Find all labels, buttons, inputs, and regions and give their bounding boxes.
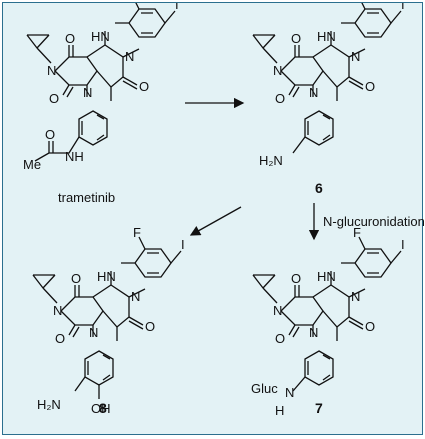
atom-n3: N xyxy=(89,325,98,340)
atom-o1: O xyxy=(71,271,81,286)
atom-i: I xyxy=(175,3,179,12)
trametinib-structure: N O O HN N O N F I Me O NH xyxy=(23,3,179,172)
atom-h: H xyxy=(275,403,284,418)
atom-o1: O xyxy=(291,271,301,286)
atom-hn: HN xyxy=(97,269,116,284)
atom-n2: N xyxy=(131,289,140,304)
atom-n1: N xyxy=(273,303,282,318)
trametinib-label: trametinib xyxy=(58,190,115,205)
atom-o2: O xyxy=(275,91,285,106)
atom-i: I xyxy=(181,237,185,252)
atom-f: F xyxy=(353,225,361,240)
atom-hn: HN xyxy=(91,29,110,44)
compound-7-number: 7 xyxy=(315,400,323,416)
atom-o2: O xyxy=(49,91,59,106)
atom-n1: N xyxy=(273,63,282,78)
atom-n-gluc: N xyxy=(285,385,294,400)
compound-6-number: 6 xyxy=(315,180,323,196)
atom-n3: N xyxy=(309,325,318,340)
atom-n2: N xyxy=(351,49,360,64)
atom-n1: N xyxy=(53,303,62,318)
arrow-to-8 xyxy=(189,206,242,236)
compound-8-number: 8 xyxy=(99,400,107,416)
atom-n2: N xyxy=(125,49,134,64)
atom-o3: O xyxy=(365,79,375,94)
reaction-scheme: N O O HN N O N F I Me O NH trametinib N … xyxy=(23,3,424,418)
atom-n1: N xyxy=(47,63,56,78)
atom-hn: HN xyxy=(317,269,336,284)
scheme-frame: N O O HN N O N F I Me O NH trametinib N … xyxy=(2,2,424,435)
atom-o1: O xyxy=(65,31,75,46)
atom-hn: HN xyxy=(317,29,336,44)
atom-o3: O xyxy=(145,319,155,334)
compound-8-structure: N O O HN N O N F I H₂N OH xyxy=(32,225,185,416)
atom-oh: OH xyxy=(91,401,111,416)
atom-o3: O xyxy=(139,79,149,94)
atom-f: F xyxy=(133,225,141,240)
atom-o1: O xyxy=(291,31,301,46)
atom-me: Me xyxy=(23,157,41,172)
atom-h2n: H₂N xyxy=(259,153,283,168)
atom-o2: O xyxy=(275,331,285,346)
compound-6-structure: N O O HN N O N F I H₂N xyxy=(252,3,405,168)
atom-n3: N xyxy=(83,85,92,100)
n-glucuronidation-label: N-glucuronidation xyxy=(323,214,424,229)
atom-nh: NH xyxy=(65,149,84,164)
atom-o4: O xyxy=(45,127,55,142)
atom-i: I xyxy=(401,3,405,12)
atom-gluc: Gluc xyxy=(251,381,278,396)
atom-n2: N xyxy=(351,289,360,304)
atom-h2n: H₂N xyxy=(37,397,61,412)
atom-n3: N xyxy=(309,85,318,100)
atom-i: I xyxy=(401,237,405,252)
atom-o2: O xyxy=(55,331,65,346)
atom-o3: O xyxy=(365,319,375,334)
compound-7-structure: N O O HN N O N F I Gluc N H xyxy=(251,225,405,418)
